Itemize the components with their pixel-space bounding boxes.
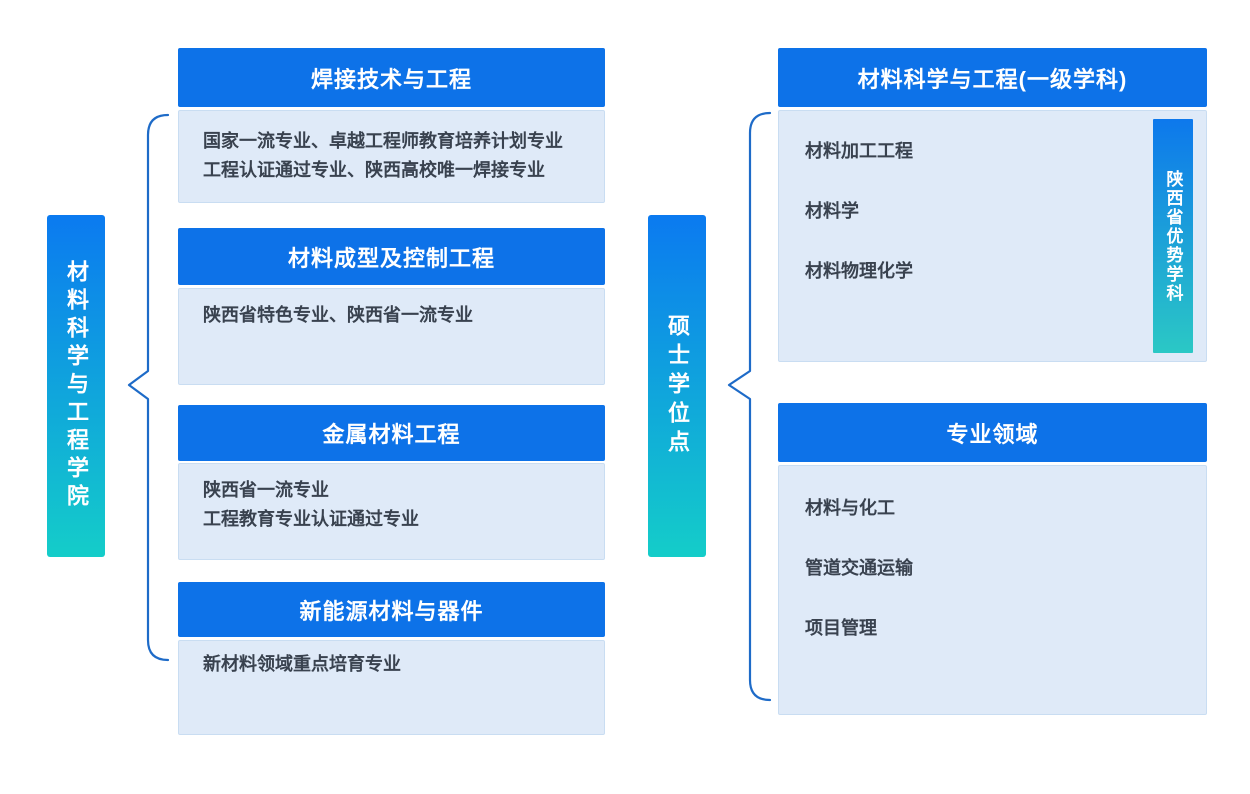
advantage-discipline-label: 陕西省优势学科	[1163, 169, 1183, 303]
card-metal-materials: 金属材料工程 陕西省一流专业 工程教育专业认证通过专业	[178, 405, 605, 560]
description-line: 新材料领域重点培育专业	[203, 654, 401, 674]
description-line: 工程教育专业认证通过专业	[203, 509, 419, 529]
card-description: 国家一流专业、卓越工程师教育培养计划专业 工程认证通过专业、陕西高校唯一焊接专业	[178, 110, 605, 203]
card-item-list: 材料加工工程 材料学 材料物理化学 陕西省优势学科	[778, 110, 1207, 362]
description-line: 陕西省特色专业、陕西省一流专业	[203, 305, 473, 325]
masters-degree-label-bar: 硕士学位点	[648, 215, 706, 557]
list-item: 材料加工工程	[805, 141, 913, 161]
card-welding-tech: 焊接技术与工程 国家一流专业、卓越工程师教育培养计划专业 工程认证通过专业、陕西…	[178, 48, 605, 203]
list-item: 材料物理化学	[805, 261, 913, 281]
card-item-list: 材料与化工 管道交通运输 项目管理	[778, 465, 1207, 715]
card-materials-science-discipline: 材料科学与工程(一级学科) 材料加工工程 材料学 材料物理化学 陕西省优势学科	[778, 48, 1207, 362]
card-title: 材料成型及控制工程	[178, 228, 605, 285]
card-professional-fields: 专业领域 材料与化工 管道交通运输 项目管理	[778, 403, 1207, 715]
card-title: 材料科学与工程(一级学科)	[778, 48, 1207, 107]
description-line: 工程认证通过专业、陕西高校唯一焊接专业	[203, 160, 545, 180]
description-line: 国家一流专业、卓越工程师教育培养计划专业	[203, 131, 563, 151]
right-brace-icon	[727, 111, 772, 702]
list-item: 材料学	[805, 201, 859, 221]
card-title: 专业领域	[778, 403, 1207, 462]
list-item: 管道交通运输	[805, 558, 913, 578]
description-line: 陕西省一流专业	[203, 480, 329, 500]
advantage-discipline-badge: 陕西省优势学科	[1153, 119, 1193, 353]
card-title: 焊接技术与工程	[178, 48, 605, 107]
list-item: 项目管理	[805, 618, 877, 638]
masters-degree-label: 硕士学位点	[665, 313, 690, 459]
card-description: 陕西省一流专业 工程教育专业认证通过专业	[178, 463, 605, 560]
college-label-bar: 材料科学与工程学院	[47, 215, 105, 557]
left-brace-icon	[127, 113, 170, 662]
list-item: 材料与化工	[805, 498, 895, 518]
college-label: 材料科学与工程学院	[64, 260, 89, 512]
card-description: 陕西省特色专业、陕西省一流专业	[178, 288, 605, 385]
card-title: 金属材料工程	[178, 405, 605, 461]
card-description: 新材料领域重点培育专业	[178, 640, 605, 735]
card-new-energy-materials: 新能源材料与器件 新材料领域重点培育专业	[178, 582, 605, 735]
card-title: 新能源材料与器件	[178, 582, 605, 637]
card-material-forming: 材料成型及控制工程 陕西省特色专业、陕西省一流专业	[178, 228, 605, 385]
